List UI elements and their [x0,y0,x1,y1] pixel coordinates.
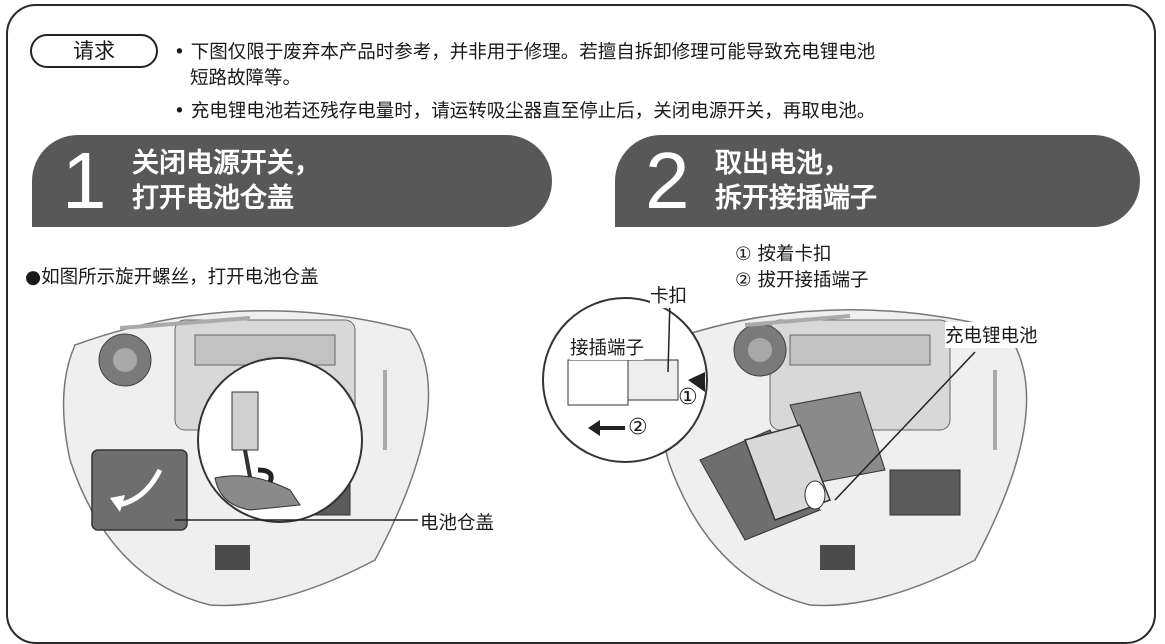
robot-vacuum-left [62,309,430,607]
battery-cover-label: 电池仓盖 [420,509,495,535]
rotate-arrow-icon [257,467,274,483]
step1-title-line1: 关闭电源开关， [132,148,321,179]
step2-sub-step-2: ② 拔开接插端子 [735,270,869,291]
step2-sub-step-1: ① 按着卡扣 [735,244,832,265]
robot-vacuum-right [542,297,1028,607]
step1-banner: 1 关闭电源开关， 打开电池仓盖 [32,135,552,227]
screwdriver-handle [231,391,259,451]
battery-pack [744,424,831,521]
notice-line-1: • 下图仅限于废弃本产品时参考，并非用于修理。若擅自拆卸修理可能导致充电锂电池 [174,42,876,63]
illustration [62,297,1028,607]
battery-cover-left [91,449,188,531]
marker-2: ② [628,415,648,440]
connector-label: 接插端子 [570,334,645,360]
battery-label: 充电锂电池 [945,322,1038,348]
notice-line-2: • 充电锂电池若还残存电量时，请运转吸尘器直至停止后，关闭电源开关，再取电池。 [174,101,876,122]
step1-title: 关闭电源开关， 打开电池仓盖 [132,146,321,216]
notice-label: 请求 [30,34,158,68]
step2-banner: 2 取出电池， 拆开接插端子 [615,135,1140,227]
step1-number: 1 [62,136,107,225]
step1-title-line2: 打开电池仓盖 [132,183,294,214]
marker-1: ① [678,385,698,410]
step2-number: 2 [645,136,690,225]
step2-title-line1: 取出电池， [715,148,850,179]
step2-title-line2: 拆开接插端子 [715,183,877,214]
clip-label: 卡扣 [650,282,688,308]
step2-title: 取出电池， 拆开接插端子 [715,146,877,216]
step1-instruction: ●如图所示旋开螺丝，打开电池仓盖 [25,267,319,288]
notice-line-1-continued: 短路故障等。 [190,68,302,89]
